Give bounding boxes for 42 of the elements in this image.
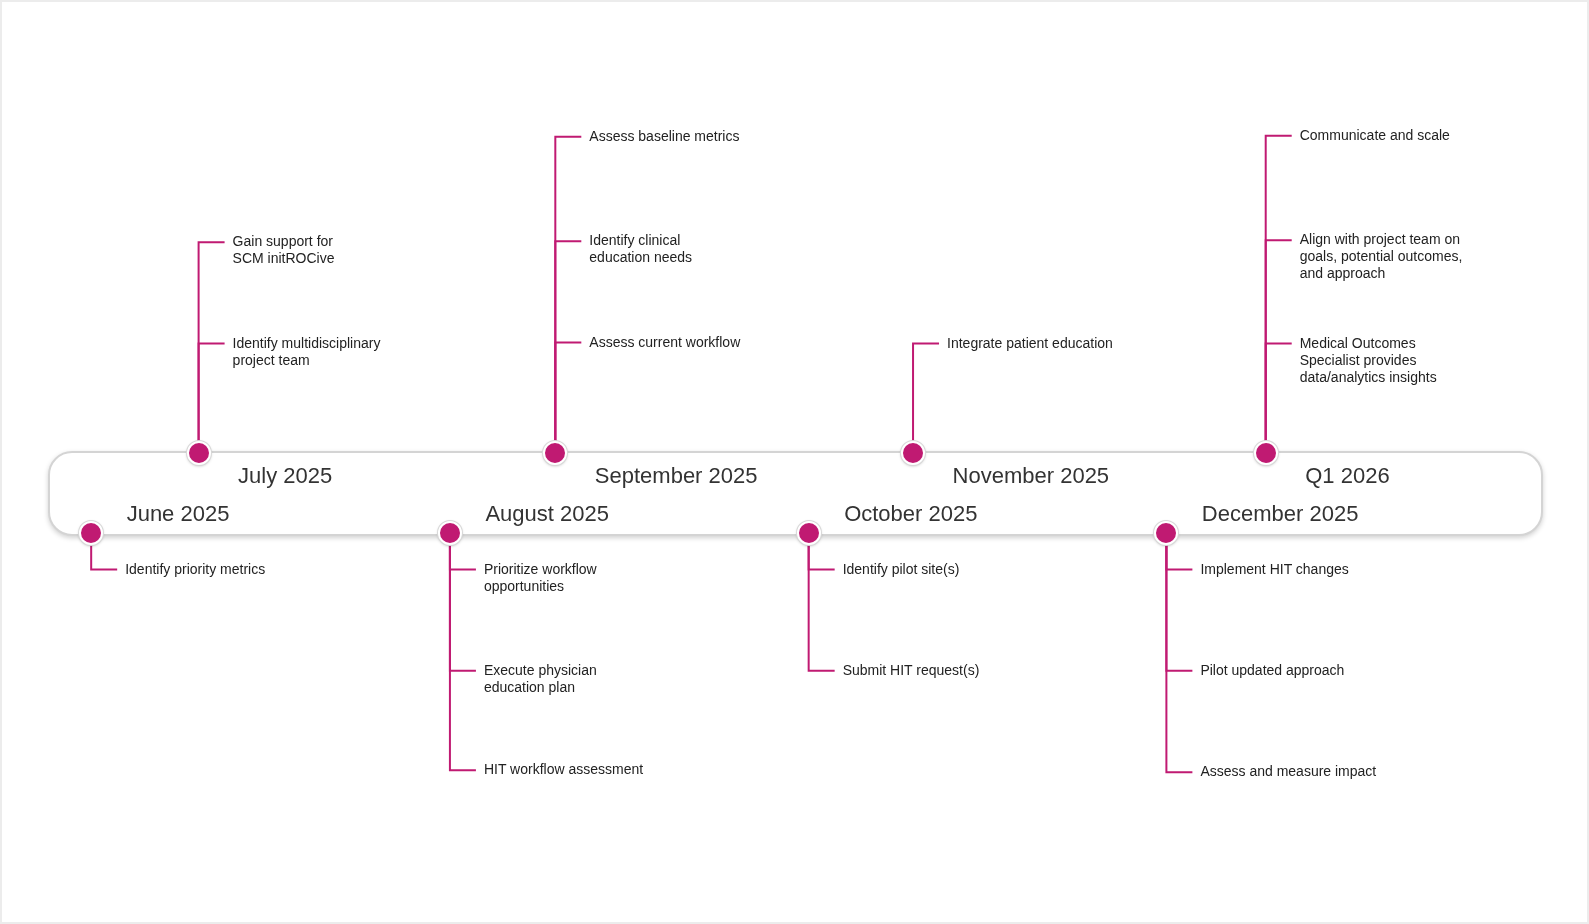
task-text: Implement HIT changes — [1192, 560, 1434, 578]
milestone-dot — [437, 521, 462, 545]
month-label: October 2025 — [844, 500, 978, 527]
connector-line — [197, 342, 226, 442]
month-label: Q1 2026 — [1305, 463, 1390, 490]
task-text: Assess baseline metrics — [581, 127, 823, 145]
task-text: Medical Outcomes Specialist provides data/analytics insights — [1291, 334, 1478, 386]
milestone-dot — [796, 521, 821, 545]
connector-line — [807, 544, 836, 672]
month-label: August 2025 — [485, 500, 609, 527]
connector-line — [1264, 342, 1293, 442]
connector-line — [90, 544, 119, 571]
month-label: November 2025 — [952, 463, 1110, 490]
month-label: September 2025 — [594, 463, 758, 490]
task-text: Integrate patient education — [939, 334, 1201, 352]
task-text: Prioritize workflow opportunities — [475, 560, 636, 595]
task-text: Communicate and scale — [1291, 126, 1533, 144]
task-text: Align with project team on goals, potential outcomes, and approach — [1291, 231, 1483, 283]
task-text: Gain support for SCM initROCive — [224, 233, 355, 268]
connector-line — [912, 342, 941, 442]
milestone-dot — [186, 441, 211, 465]
milestone-dot — [1154, 521, 1179, 545]
task-text: Submit HIT request(s) — [834, 661, 1066, 679]
month-label: June 2025 — [126, 500, 230, 527]
task-text: Identify clinical education needs — [581, 232, 722, 267]
task-text: Identify pilot site(s) — [834, 560, 1066, 578]
connector-line — [1165, 544, 1194, 774]
milestone-dot — [79, 521, 104, 545]
milestone-dot — [543, 441, 568, 465]
milestone-dot — [1253, 441, 1278, 465]
month-label: July 2025 — [238, 463, 333, 490]
task-text: Pilot updated approach — [1192, 661, 1434, 679]
milestone-dot — [901, 441, 926, 465]
task-text: Identify priority metrics — [117, 560, 379, 578]
connector-line — [554, 341, 583, 442]
connector-line — [448, 544, 477, 772]
task-text: Execute physician education plan — [475, 661, 631, 696]
task-text: Identify multidisciplinary project team — [224, 334, 410, 369]
task-text: HIT workflow assessment — [475, 761, 717, 779]
month-label: December 2025 — [1201, 500, 1359, 527]
task-text: Assess and measure impact — [1192, 763, 1434, 781]
task-text: Assess current workflow — [581, 333, 823, 351]
